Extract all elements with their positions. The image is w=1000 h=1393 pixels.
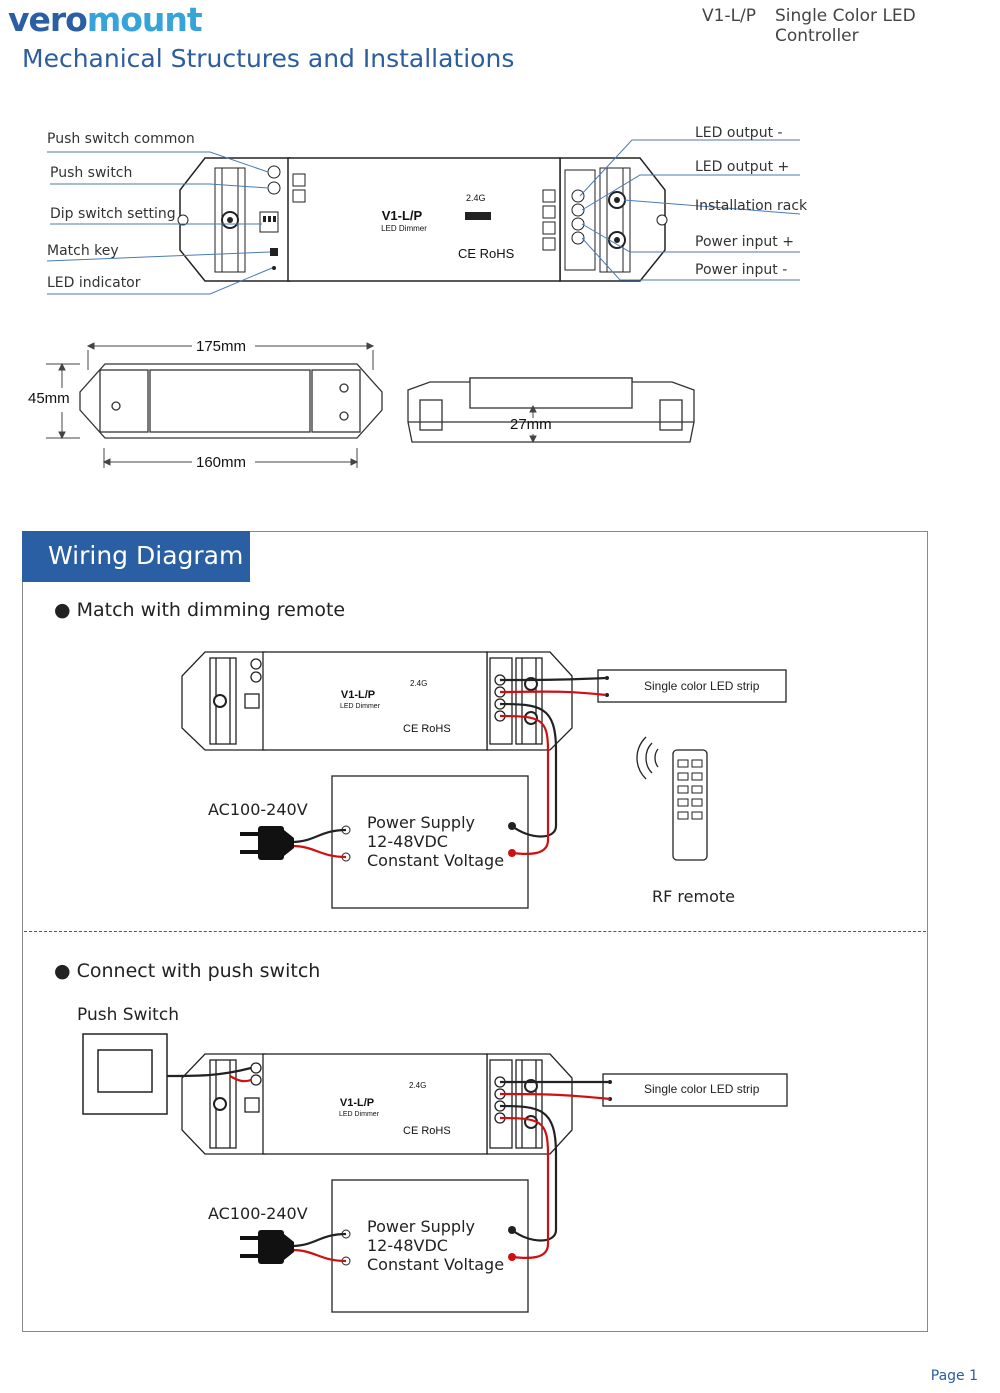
dimension-drawing xyxy=(46,342,695,468)
wiring1-device-freq: 2.4G xyxy=(410,679,427,688)
controller-top-view: V1-L/P LED Dimmer 2.4G CE RoHS xyxy=(177,157,668,282)
wiring1-ps-line3: Constant Voltage xyxy=(367,851,505,870)
wiring1-led-strip-label: Single color LED strip xyxy=(644,679,760,693)
device-structure-diagram: V1-L/P LED Dimmer 2.4G CE RoHS xyxy=(46,139,801,295)
section-push-switch: ● Connect with push switch xyxy=(54,960,321,982)
wiring2-ps-line2: 12-48VDC xyxy=(367,1236,448,1255)
wiring-diagram-panel xyxy=(22,531,928,1332)
section-push-switch-label: Connect with push switch xyxy=(76,960,321,982)
callout-led-output-plus: LED output + xyxy=(695,159,790,175)
wiring-diagram-heading: Wiring Diagram xyxy=(22,531,250,582)
section-dimming-remote-label: Match with dimming remote xyxy=(76,599,346,621)
push-switch-label: Push Switch xyxy=(77,1005,179,1025)
callout-dip-switch: Dip switch setting xyxy=(50,206,176,222)
callout-power-input-plus: Power input + xyxy=(695,234,794,250)
wiring2-device-freq: 2.4G xyxy=(409,1081,426,1090)
brand-part2: mount xyxy=(86,0,203,39)
wiring1-device-subtitle: LED Dimmer xyxy=(340,703,381,710)
callout-installation-rack: Installation rack xyxy=(695,198,808,214)
wiring1-device-cert: CE RoHS xyxy=(403,723,451,735)
page-number: Page 1 xyxy=(930,1368,978,1384)
dim-length: 175mm xyxy=(196,338,247,355)
dim-inner-length: 160mm xyxy=(196,454,247,471)
callout-power-input-minus: Power input - xyxy=(695,262,788,278)
model-number: V1-L/P xyxy=(702,6,757,26)
wiring2-ps-line3: Constant Voltage xyxy=(367,1255,505,1274)
brand-logo: veromount xyxy=(8,0,203,39)
wiring-diagram-push-switch: V1-L/P LED Dimmer 2.4G CE RoHS Single co… xyxy=(82,1033,788,1313)
dim-height: 27mm xyxy=(510,416,552,433)
page-title: Mechanical Structures and Installations xyxy=(22,44,515,73)
brand-part1: vero xyxy=(8,0,88,39)
wiring2-ac-label: AC100-240V xyxy=(208,1204,308,1223)
rf-remote-label: RF remote xyxy=(652,887,735,906)
product-name: Single Color LED Controller xyxy=(775,6,916,46)
wiring2-ps-line1: Power Supply xyxy=(367,1217,475,1236)
wiring1-ac-label: AC100-240V xyxy=(208,800,308,819)
wiring-diagram-remote: V1-L/P LED Dimmer 2.4G CE RoHS Single co… xyxy=(181,651,787,909)
callout-led-output-minus: LED output - xyxy=(695,125,783,141)
wiring1-device-model: V1-L/P xyxy=(341,689,375,701)
wiring1-ps-line1: Power Supply xyxy=(367,813,475,832)
section-divider xyxy=(24,931,926,932)
wiring2-led-strip-label: Single color LED strip xyxy=(644,1082,760,1096)
section-dimming-remote: ● Match with dimming remote xyxy=(54,599,346,621)
device-subtitle-label: LED Dimmer xyxy=(381,224,427,233)
device-freq-label: 2.4G xyxy=(466,193,486,203)
callout-led-indicator: LED indicator xyxy=(47,275,141,291)
device-cert-label: CE RoHS xyxy=(458,246,515,261)
callout-push-switch: Push switch xyxy=(50,165,133,181)
callout-match-key: Match key xyxy=(47,243,119,259)
wiring2-device-subtitle: LED Dimmer xyxy=(339,1111,380,1118)
device-model-label: V1-L/P xyxy=(382,208,423,223)
wiring1-ps-line2: 12-48VDC xyxy=(367,832,448,851)
callout-push-switch-common: Push switch common xyxy=(47,131,195,147)
wiring2-device-cert: CE RoHS xyxy=(403,1125,451,1137)
dim-width: 45mm xyxy=(28,390,70,407)
wiring2-device-model: V1-L/P xyxy=(340,1097,374,1109)
